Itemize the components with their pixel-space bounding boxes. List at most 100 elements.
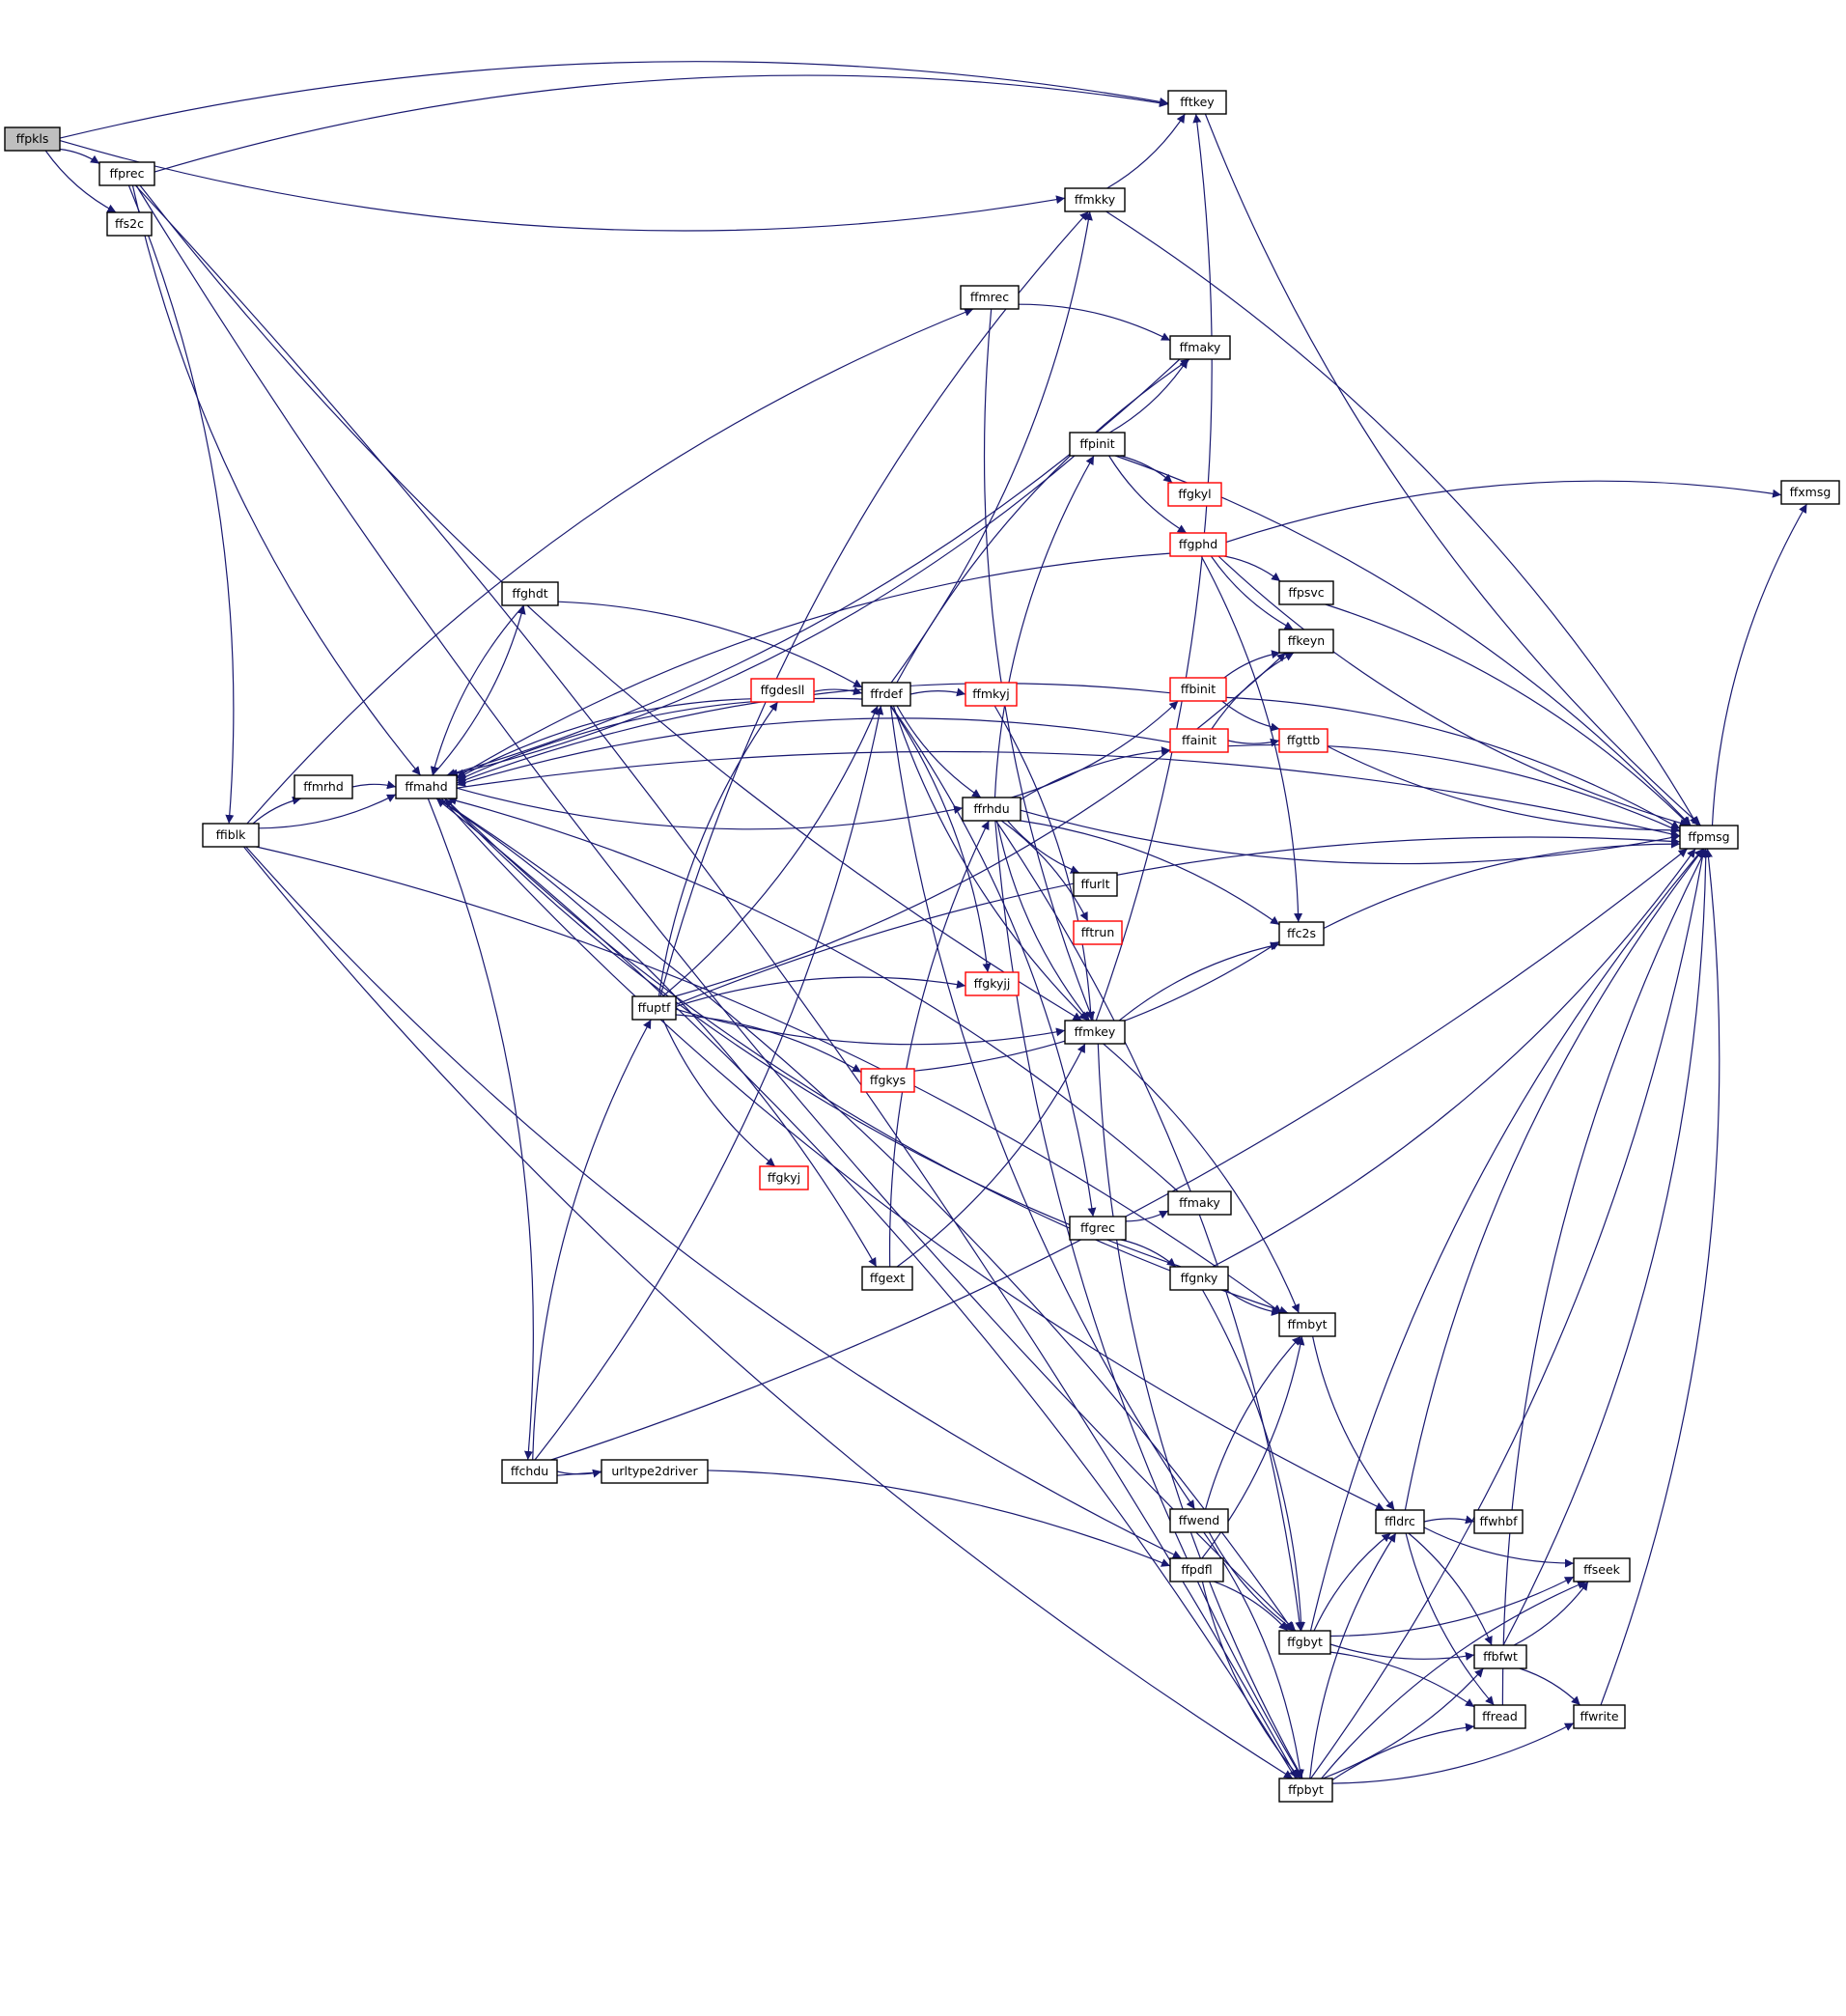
node-ffgext[interactable]: ffgext (861, 1266, 913, 1291)
edge-ffpinit-to-ffpmsg (1115, 455, 1692, 826)
node-label: ffgphd (1179, 537, 1217, 551)
node-ffmaky_b[interactable]: ffmaky (1167, 1190, 1232, 1216)
node-label: ffainit (1182, 733, 1217, 747)
edge-ffgdesll-to-ffrdef (813, 686, 863, 695)
edge-ffrdef-to-ffwend (889, 705, 1195, 1510)
node-label: ffgbyt (1287, 1635, 1323, 1649)
node-ffwhbf[interactable]: ffwhbf (1473, 1509, 1524, 1534)
edge-ffuptf-to-ffgkyjj (675, 976, 966, 1007)
node-ffghdt[interactable]: ffghdt (501, 581, 559, 606)
edge-ffrhdu-to-ffpmsg (1020, 809, 1681, 865)
edge-ffread-to-ffpmsg (1501, 848, 1707, 1706)
node-ffrdef[interactable]: ffrdef (861, 682, 911, 707)
edge-ffpbyt-to-ffread (1331, 1722, 1475, 1781)
node-ffrhdu[interactable]: ffrhdu (962, 797, 1021, 822)
edge-ffprec-to-ffgbyt (135, 184, 1297, 1632)
node-box (1473, 1704, 1526, 1729)
node-ffmrhd[interactable]: ffmrhd (294, 774, 353, 799)
node-box (1169, 1508, 1229, 1533)
edge-ffmahd-to-ffgbyt (437, 798, 1294, 1632)
node-box (1278, 580, 1334, 605)
edge-ffainit-to-ffkeyn (1211, 652, 1295, 730)
edge-ffpkls-to-ffs2c (44, 150, 117, 213)
node-urltype2driver[interactable]: urltype2driver (601, 1459, 709, 1484)
node-box (1278, 1312, 1336, 1337)
node-ffgphd[interactable]: ffgphd (1169, 532, 1227, 557)
node-ffurlt[interactable]: ffurlt (1073, 872, 1118, 897)
node-ffgrec[interactable]: ffgrec (1069, 1216, 1127, 1241)
node-ffgkyl[interactable]: ffgkyl (1167, 482, 1222, 507)
node-ffldrc[interactable]: ffldrc (1375, 1509, 1425, 1534)
node-ffgkyjj[interactable]: ffgkyjj (965, 971, 1020, 996)
node-label: ffmkey (1075, 1024, 1116, 1039)
node-label: ffrdef (870, 686, 903, 701)
edge-ffgttb-to-ffpmsg (1327, 745, 1681, 835)
node-ffgkys[interactable]: ffgkys (860, 1068, 915, 1093)
node-ffgkyj_b[interactable]: ffgkyj (759, 1165, 809, 1190)
node-label: ffmrhd (303, 779, 344, 794)
node-ffwend[interactable]: ffwend (1169, 1508, 1229, 1533)
node-box (1573, 1704, 1626, 1729)
node-ffpkls[interactable]: ffpkls (4, 126, 61, 152)
node-box (1167, 482, 1222, 507)
node-box (1278, 728, 1329, 753)
node-ffmkky[interactable]: ffmkky (1064, 187, 1126, 212)
node-ffmrec[interactable]: ffmrec (960, 285, 1020, 310)
node-label: urltype2driver (611, 1464, 698, 1478)
node-label: ffbinit (1181, 682, 1216, 696)
node-ffmahd[interactable]: ffmahd (395, 774, 458, 799)
node-label: ffgext (870, 1271, 905, 1285)
node-label: ffldrc (1384, 1514, 1415, 1528)
node-ffkey[interactable]: fftkey (1167, 90, 1227, 115)
node-label: ffs2c (115, 216, 144, 231)
node-ffgnky[interactable]: ffgnky (1169, 1266, 1229, 1291)
edge-ffprec-to-ffmkey (139, 184, 1082, 1022)
node-ffpmsg[interactable]: ffpmsg (1679, 825, 1739, 850)
node-ffuptf[interactable]: ffuptf (631, 995, 677, 1021)
node-ffpsvc[interactable]: ffpsvc (1278, 580, 1334, 605)
node-fftrun[interactable]: fftrun (1073, 920, 1123, 945)
edge-ffgbyt-to-ffpmsg (1309, 848, 1704, 1632)
edge-ffrhdu-to-ffmkey (996, 820, 1090, 1022)
node-box (1169, 532, 1227, 557)
node-ffiblk[interactable]: ffiblk (202, 823, 260, 848)
node-ffpinit[interactable]: ffpinit (1069, 432, 1126, 457)
node-ffgdesll[interactable]: ffgdesll (750, 678, 815, 703)
call-edges (44, 61, 1808, 1784)
node-ffread[interactable]: ffread (1473, 1704, 1526, 1729)
node-ffprec[interactable]: ffprec (98, 161, 155, 186)
node-box (962, 797, 1021, 822)
edge-ffmaky_t-to-ffmahd (446, 358, 1181, 777)
node-ffmkey[interactable]: ffmkey (1064, 1020, 1126, 1045)
node-ffwrite[interactable]: ffwrite (1573, 1704, 1626, 1729)
edge-ffainit-to-ffpmsg (1227, 743, 1681, 832)
node-ffmaky_t[interactable]: ffmaky (1169, 335, 1231, 360)
node-ffgttb[interactable]: ffgttb (1278, 728, 1329, 753)
node-ffpbyt[interactable]: ffpbyt (1278, 1778, 1333, 1803)
edge-ffbfwt-to-ffseek (1513, 1581, 1589, 1646)
edge-ffmahd-to-ffpmsg (456, 750, 1681, 839)
node-ffbfwt[interactable]: ffbfwt (1473, 1644, 1527, 1669)
edge-ffbfwt-to-ffwrite (1519, 1667, 1581, 1706)
node-label: fftrun (1081, 925, 1115, 939)
edge-ffuptf-to-ffrdef (662, 705, 879, 997)
node-ffseek[interactable]: ffseek (1573, 1557, 1631, 1582)
node-ffainit[interactable]: ffainit (1169, 728, 1229, 753)
node-ffchdu[interactable]: ffchdu (501, 1459, 558, 1484)
node-box (1278, 921, 1325, 946)
edge-ffldrc-to-ffwhbf (1423, 1515, 1475, 1525)
node-ffbinit[interactable]: ffbinit (1169, 677, 1227, 702)
node-ffmbyt[interactable]: ffmbyt (1278, 1312, 1336, 1337)
node-ffpdfl[interactable]: ffpdfl (1169, 1557, 1224, 1582)
node-ffmkyj[interactable]: ffmkyj (965, 682, 1018, 707)
node-ffs2c[interactable]: ffs2c (106, 211, 153, 237)
edge-ffmkky-to-ffkey (1106, 113, 1186, 189)
edge-ffchdu-to-ffuptf (532, 1019, 652, 1461)
edge-ffrhdu-to-ffainit (1020, 746, 1171, 800)
node-label: ffbfwt (1483, 1649, 1518, 1664)
node-ffc2s[interactable]: ffc2s (1278, 921, 1325, 946)
edge-ffmrec-to-ffmkey (983, 308, 1095, 1022)
node-ffxmsg[interactable]: ffxmsg (1780, 480, 1840, 505)
node-ffkeyn[interactable]: ffkeyn (1278, 629, 1334, 654)
node-ffgbyt[interactable]: ffgbyt (1278, 1630, 1331, 1655)
